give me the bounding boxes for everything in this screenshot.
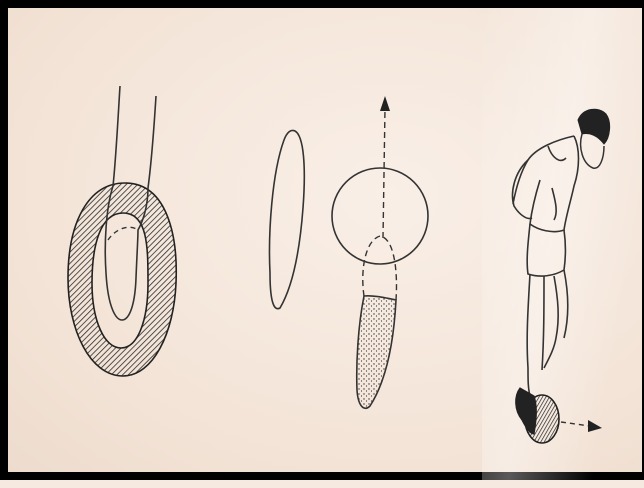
leg-outline [113, 86, 156, 188]
player-kicking-ball-sketch [513, 109, 610, 443]
stippled-heel-area [357, 296, 396, 408]
player-left-leg [527, 274, 544, 396]
football [525, 395, 559, 443]
narrow-footprint-outline [270, 130, 305, 308]
hatched-ring [68, 183, 176, 376]
arrow-up-icon [380, 96, 390, 111]
toe-dashed-outline [108, 227, 138, 240]
direction-arrow-shaft [383, 108, 385, 238]
player-hair [578, 109, 610, 144]
foot-dashed-outline [363, 236, 397, 300]
ball-outline-circle [332, 168, 428, 264]
player-arm [513, 160, 557, 220]
foot-on-ring-sketch [68, 86, 176, 376]
ball-direction-arrow-shaft [561, 422, 590, 426]
arrow-right-icon [588, 420, 602, 432]
narrow-footprint-sketch [270, 130, 305, 308]
footprint-with-direction-arrow-sketch [332, 96, 428, 408]
player-shirt [513, 136, 579, 232]
figure-illustration [8, 8, 644, 488]
player-right-leg [544, 270, 568, 368]
